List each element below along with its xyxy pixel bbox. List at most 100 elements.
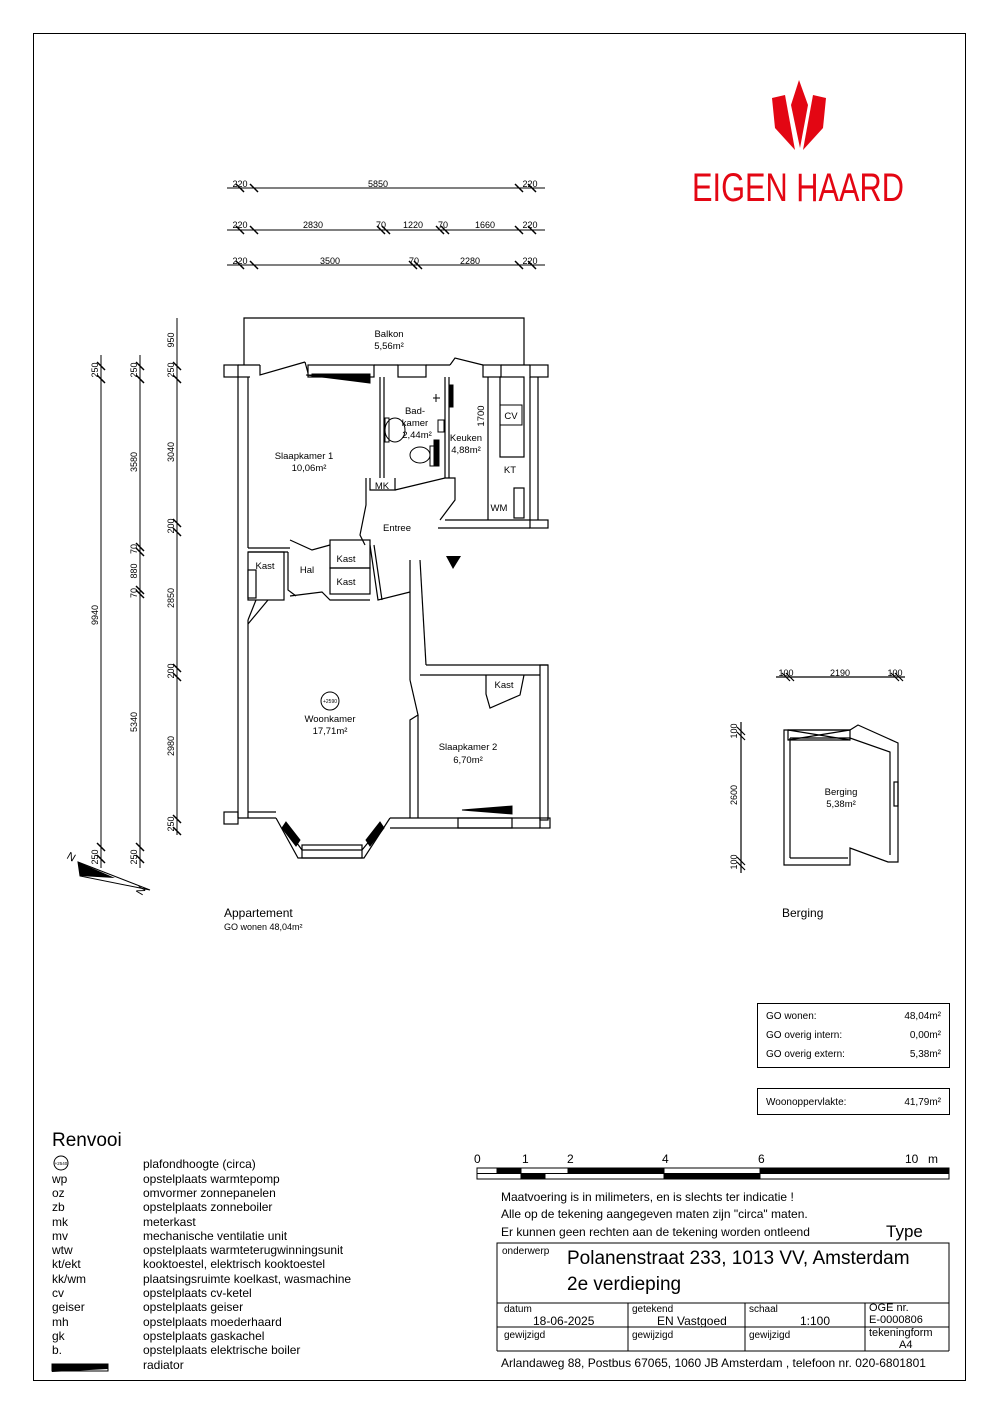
dim-label: 5340 <box>129 712 139 732</box>
dim-label: 9940 <box>90 605 100 625</box>
room-area-slaapkamer1: 10,06m² <box>292 463 327 474</box>
woonoppervlakte-box: Woonoppervlakte: 41,79m² <box>757 1088 950 1115</box>
renvooi-desc: plaatsingsruimte koelkast, wasmachine <box>143 1272 352 1286</box>
room-labels: Balkon 5,56m² Slaapkamer 1 10,06m² Bad- … <box>255 329 857 810</box>
entrance-arrow-icon <box>446 556 461 569</box>
schaal-value: 1:100 <box>800 1314 831 1328</box>
renvooi-code: cv <box>52 1286 64 1300</box>
dim-label: 70 <box>376 220 386 230</box>
dim-label: 250 <box>166 816 176 831</box>
renvooi-code: b. <box>52 1343 63 1357</box>
area-row-label: GO wonen: <box>766 1011 817 1022</box>
room-area-badkamer: 2,44m² <box>402 430 432 441</box>
label-wm: WM <box>491 503 508 514</box>
dim-label: 3580 <box>129 452 139 472</box>
scale-unit: m <box>928 1152 938 1166</box>
label-kast: Kast <box>336 577 355 588</box>
renvooi-code: gk <box>52 1329 65 1343</box>
renvooi-desc: omvormer zonnepanelen <box>143 1186 276 1200</box>
bathroom-fixtures <box>384 394 523 467</box>
dim-label: 200 <box>166 518 176 533</box>
dim-label: 220 <box>232 256 247 266</box>
onderwerp-label: onderwerp <box>502 1246 550 1257</box>
datum-value: 18-06-2025 <box>533 1314 595 1328</box>
label-kast: Kast <box>255 561 274 572</box>
dim-label: 950 <box>166 332 176 347</box>
dim-label: 2850 <box>166 588 176 608</box>
dim-label: 250 <box>166 362 176 377</box>
renvooi-desc: radiator <box>143 1358 184 1372</box>
area-row-label: GO overig intern: <box>766 1030 843 1041</box>
gewijzigd-label: gewijzigd <box>504 1330 546 1341</box>
renvooi-code: oz <box>52 1186 65 1200</box>
dim-label: 200 <box>166 663 176 678</box>
room-name-badkamer: Bad- <box>405 406 425 417</box>
dim-label: 2280 <box>460 256 480 266</box>
renvooi-desc: opstelplaats warmteterugwinningsunit <box>143 1243 344 1257</box>
room-name-hal: Hal <box>300 565 314 576</box>
tekeningform-label: tekeningform <box>869 1327 933 1339</box>
renvooi-title: Renvooi <box>52 1130 122 1151</box>
label-cv: CV <box>504 411 518 422</box>
room-name-balkon: Balkon <box>374 329 403 340</box>
footer-address: Arlandaweg 88, Postbus 67065, 1060 JB Am… <box>501 1356 926 1370</box>
dim-label: 70 <box>129 544 139 554</box>
scale-tick: 2 <box>567 1152 574 1166</box>
room-area-balkon: 5,56m² <box>374 341 404 352</box>
floor-label: 2e verdieping <box>567 1274 682 1295</box>
getekend-label: getekend <box>632 1304 674 1315</box>
renvooi-code: kt/ekt <box>52 1257 81 1271</box>
drawing-frame <box>33 33 966 1381</box>
dim-label: 250 <box>90 362 100 377</box>
dim-label: 100 <box>729 854 739 869</box>
note-line: Maatvoering is in milimeters, en is slec… <box>501 1190 794 1204</box>
address: Polanenstraat 233, 1013 VV, Amsterdam <box>567 1248 910 1269</box>
area-row: GO overig extern:5,38m² <box>766 1049 941 1060</box>
room-name-entree: Entree <box>383 523 411 534</box>
top-dimension-lines <box>227 183 545 270</box>
renvooi-code: mh <box>52 1315 69 1329</box>
label-kast: Kast <box>494 680 513 691</box>
renvooi-code: mk <box>52 1215 68 1229</box>
dim-label: 70 <box>409 256 419 266</box>
woonoppervlakte-label: Woonoppervlakte: <box>766 1097 847 1108</box>
renvooi-desc: opstelplaats elektrische boiler <box>143 1343 301 1357</box>
note-line: Er kunnen geen rechten aan de tekening w… <box>501 1225 810 1239</box>
oge-label: OGE nr. <box>869 1302 909 1314</box>
datum-label: datum <box>504 1304 532 1315</box>
dim-label: 100 <box>729 723 739 738</box>
area-row: GO overig intern:0,00m² <box>766 1030 941 1041</box>
note-line: Alle op de tekening aangegeven maten zij… <box>501 1207 808 1221</box>
renvooi-desc: kooktoestel, elektrisch kooktoestel <box>143 1257 326 1271</box>
renvooi-desc: opstelplaats cv-ketel <box>143 1286 252 1300</box>
logo-mark-icon <box>772 80 826 150</box>
renvooi-code: mv <box>52 1229 68 1243</box>
north-arrow-icon: N N <box>65 850 151 898</box>
dim-label: 2980 <box>166 736 176 756</box>
dim-label: 250 <box>129 362 139 377</box>
room-area-woonkamer: 17,71m² <box>313 726 348 737</box>
area-row-value: 48,04m² <box>904 1011 941 1022</box>
dim-label: 70 <box>129 588 139 598</box>
gewijzigd-label: gewijzigd <box>632 1330 674 1341</box>
top-dimension-labels: 220 5850 220 220 2830 70 1220 70 1660 22… <box>232 179 537 266</box>
dim-label: 220 <box>232 179 247 189</box>
woonoppervlakte-value: 41,79m² <box>904 1097 941 1108</box>
dim-label: 220 <box>232 220 247 230</box>
renvooi-desc: opstelplaats zonneboiler <box>143 1200 273 1214</box>
renvooi-code: wp <box>52 1172 68 1186</box>
dim-label: 100 <box>778 668 793 678</box>
renvooi-desc: plafondhoogte (circa) <box>143 1157 256 1171</box>
berging-walls <box>736 672 905 873</box>
radiator-icon <box>52 1364 108 1372</box>
dim-label: 2830 <box>303 220 323 230</box>
scale-tick: 1 <box>522 1152 529 1166</box>
type-label: Type <box>886 1222 923 1241</box>
label-kt: KT <box>504 465 516 476</box>
oge-value: E-0000806 <box>869 1314 923 1326</box>
dim-label: 250 <box>129 849 139 864</box>
dim-label: 220 <box>522 256 537 266</box>
renvooi-code: geiser <box>52 1300 85 1314</box>
room-name-slaapkamer2: Slaapkamer 2 <box>439 742 498 753</box>
room-name-badkamer-2: kamer <box>402 418 428 429</box>
